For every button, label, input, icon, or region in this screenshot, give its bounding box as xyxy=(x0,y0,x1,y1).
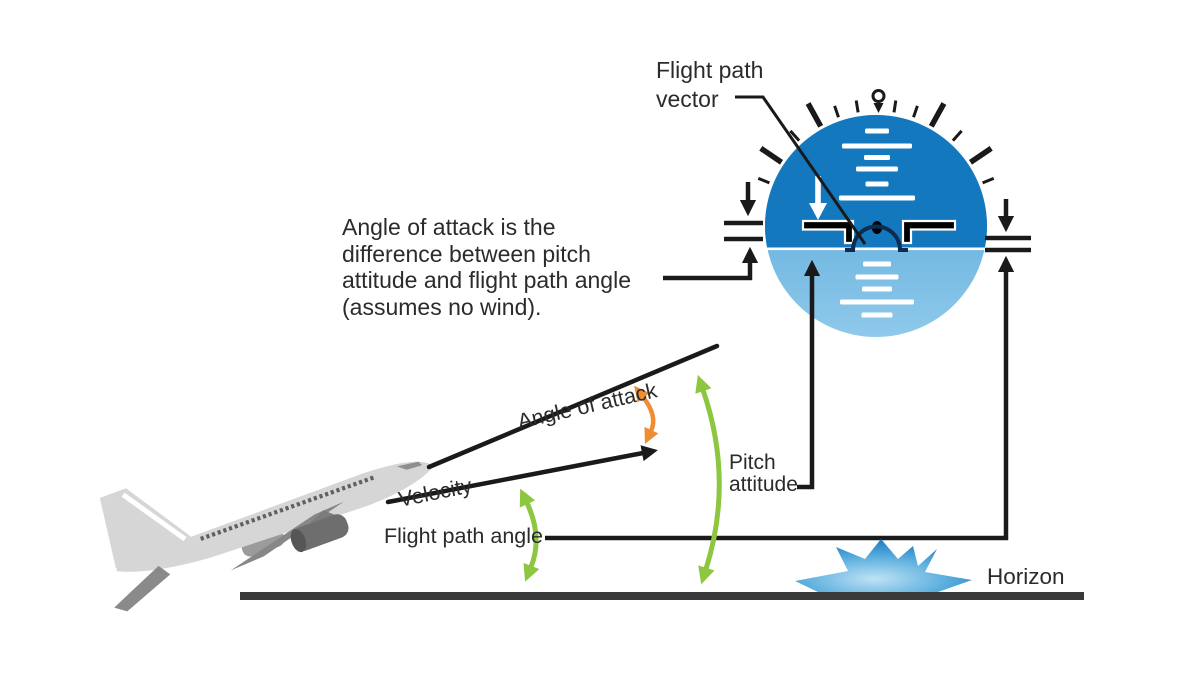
flight-path-vector-label: Flight path vector xyxy=(656,56,763,114)
pitch-ladder xyxy=(839,128,915,318)
tail-fin xyxy=(99,488,194,569)
description-text: Angle of attack is the difference betwee… xyxy=(342,214,631,320)
airplane xyxy=(99,461,433,612)
horizon-label: Horizon xyxy=(987,564,1065,589)
flight-path-vector-label-line1: Flight path xyxy=(656,57,764,83)
pitch-attitude-leader-arrow xyxy=(797,259,821,490)
horizon-bar xyxy=(240,592,1084,600)
tail-fin-stripe xyxy=(121,492,187,542)
window-strip xyxy=(198,475,375,542)
fuselage xyxy=(116,461,433,572)
roll-index-icon xyxy=(871,89,886,113)
engine-fan xyxy=(290,529,307,553)
roll-scale-ticks xyxy=(757,100,995,185)
pitch-attitude-arc xyxy=(695,374,722,585)
angle-of-attack-arc xyxy=(634,385,659,445)
cockpit-window xyxy=(396,461,423,470)
flight-path-angle-label: Flight path angle xyxy=(384,524,543,548)
right-reference-marker xyxy=(985,199,1031,253)
pitch-attitude-label-line2: attitude xyxy=(729,472,798,496)
flight-path-vector-leader xyxy=(735,95,867,245)
description-line: attitude and flight path angle xyxy=(342,267,632,293)
flight-path-vector-label-line2: vector xyxy=(656,86,719,112)
instrument-horizon-line xyxy=(766,247,985,251)
flight-path-vector-symbol xyxy=(845,224,908,252)
description-line: (assumes no wind). xyxy=(342,293,542,320)
description-line: Angle of attack is the xyxy=(342,214,556,240)
starburst-icon xyxy=(795,539,972,592)
tailplane xyxy=(114,565,171,612)
velocity-vector-line xyxy=(385,445,658,505)
left-reference-marker xyxy=(724,182,763,242)
description-leader-arrow xyxy=(663,246,759,281)
description-line: difference between pitch xyxy=(342,240,591,267)
pitch-attitude-line xyxy=(426,343,720,470)
flight-path-angle-arc xyxy=(519,488,540,582)
attitude-indicator-icon xyxy=(757,89,995,337)
white-down-arrow-icon xyxy=(809,176,827,220)
pitch-attitude-label-line1: Pitch xyxy=(729,451,776,474)
pitch-attitude-label: Pitch attitude xyxy=(729,452,798,495)
